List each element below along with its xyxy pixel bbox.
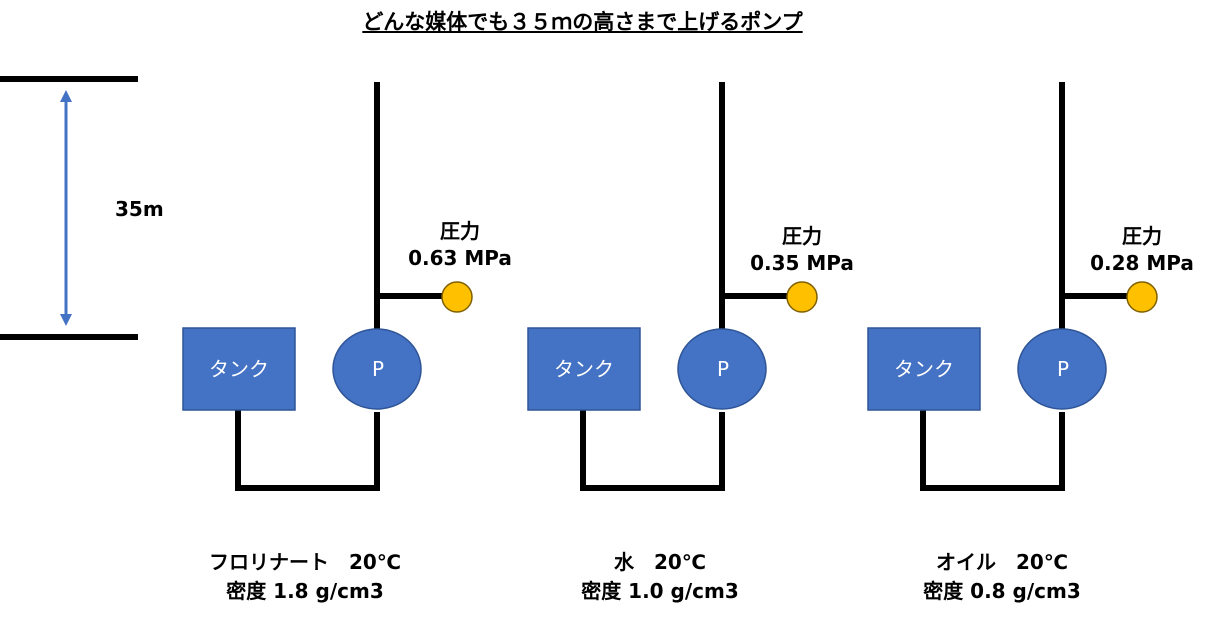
pressure-label-3: 圧力 0.28 MPa bbox=[1072, 223, 1212, 277]
pressure-title-3: 圧力 bbox=[1122, 224, 1162, 248]
fluid-name-2: 水 20℃ bbox=[613, 550, 707, 574]
diagram-title: どんな媒体でも３５ｍの高さまで上げるポンプ bbox=[362, 10, 803, 34]
fluid-density-1: 密度 1.8 g/cm3 bbox=[226, 579, 384, 603]
suction-pipe-3 bbox=[920, 410, 1065, 491]
pressure-gauge-3 bbox=[1126, 281, 1158, 313]
tank-3 bbox=[867, 327, 981, 411]
pump-label-1: P bbox=[371, 357, 385, 381]
fluid-info-3: オイル 20℃ 密度 0.8 g/cm3 bbox=[852, 548, 1152, 606]
pump-2 bbox=[677, 328, 767, 410]
suction-pipe-2 bbox=[580, 410, 725, 491]
tank-label-3: タンク bbox=[894, 357, 954, 381]
tank-2 bbox=[527, 327, 641, 411]
pump-1 bbox=[332, 328, 422, 410]
fluid-info-1: フロリナート 20℃ 密度 1.8 g/cm3 bbox=[155, 548, 455, 606]
height-label: 35m bbox=[115, 197, 164, 221]
pressure-title-1: 圧力 bbox=[440, 219, 480, 243]
pressure-label-1: 圧力 0.63 MPa bbox=[390, 218, 530, 272]
pressure-title-2: 圧力 bbox=[782, 224, 822, 248]
pump-label-2: P bbox=[716, 357, 730, 381]
tank-label-1: タンク bbox=[209, 357, 269, 381]
pump-label-3: P bbox=[1056, 357, 1070, 381]
pressure-gauge-1 bbox=[441, 281, 473, 313]
fluid-name-1: フロリナート 20℃ bbox=[208, 550, 402, 574]
pump-3 bbox=[1017, 328, 1107, 410]
pressure-value-3: 0.28 MPa bbox=[1090, 251, 1194, 275]
suction-pipe-1 bbox=[235, 410, 380, 491]
pressure-gauge-2 bbox=[786, 281, 818, 313]
fluid-density-2: 密度 1.0 g/cm3 bbox=[581, 579, 739, 603]
fluid-density-3: 密度 0.8 g/cm3 bbox=[923, 579, 1081, 603]
fluid-name-3: オイル 20℃ bbox=[935, 550, 1069, 574]
tank-label-2: タンク bbox=[554, 357, 614, 381]
tank-1 bbox=[182, 327, 296, 411]
fluid-info-2: 水 20℃ 密度 1.0 g/cm3 bbox=[510, 548, 810, 606]
pressure-label-2: 圧力 0.35 MPa bbox=[732, 223, 872, 277]
pressure-value-2: 0.35 MPa bbox=[750, 251, 854, 275]
pressure-value-1: 0.63 MPa bbox=[408, 246, 512, 270]
